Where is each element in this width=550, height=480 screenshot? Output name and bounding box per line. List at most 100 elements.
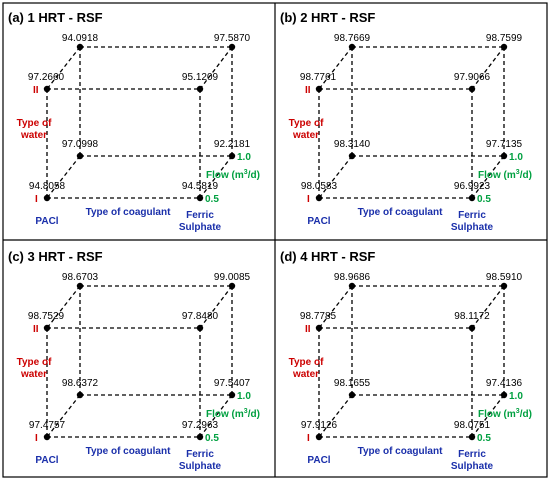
flow-level-low: 0.5 bbox=[477, 433, 491, 444]
value-front-bottom-left: 97.0998 bbox=[62, 139, 99, 150]
water-level-high: II bbox=[305, 324, 311, 335]
coagulant-ferric-line2: Sulphate bbox=[179, 222, 222, 233]
cube-vertex-fbr bbox=[228, 152, 236, 160]
panel-title: (c) 3 HRT - RSF bbox=[8, 249, 103, 264]
value-back-top-right: 97.9066 bbox=[454, 72, 491, 83]
coagulant-ferric-line2: Sulphate bbox=[179, 461, 222, 472]
cube-vertex-fbr bbox=[500, 152, 508, 160]
cube-edge bbox=[471, 155, 505, 199]
water-axis-label-line2: water bbox=[292, 369, 319, 380]
value-back-bottom-right: 96.9923 bbox=[454, 181, 491, 192]
value-front-top-right: 97.5870 bbox=[214, 33, 251, 44]
cube-vertex-ftl bbox=[348, 282, 356, 290]
cube-edge bbox=[318, 46, 353, 90]
cube-vertex-fbr bbox=[228, 391, 236, 399]
value-back-top-right: 98.1172 bbox=[454, 311, 490, 322]
value-back-bottom-left: 94.8058 bbox=[29, 181, 66, 192]
cube-vertex-btr bbox=[196, 324, 204, 332]
cube-vertex-btr bbox=[468, 85, 476, 93]
value-front-top-left: 98.7669 bbox=[334, 33, 371, 44]
value-back-top-left: 98.7761 bbox=[300, 72, 337, 83]
cube-edge bbox=[46, 46, 81, 90]
cube-vertex-fbl bbox=[76, 152, 84, 160]
cube-edge bbox=[318, 285, 353, 329]
value-front-top-left: 98.6703 bbox=[62, 272, 99, 283]
cube-vertex-bbl bbox=[43, 433, 51, 441]
flow-axis-label: Flow (m3/d) bbox=[478, 408, 532, 420]
cube-vertex-bbr bbox=[196, 194, 204, 202]
water-axis-label-line2: water bbox=[20, 369, 47, 380]
cube-edge bbox=[199, 46, 233, 90]
cube-vertex-fbl bbox=[348, 152, 356, 160]
cube-vertex-btl bbox=[43, 324, 51, 332]
water-axis-label-line1: Type of bbox=[289, 357, 324, 368]
cube-edge bbox=[471, 285, 505, 329]
value-back-bottom-right: 98.0751 bbox=[454, 420, 491, 431]
water-axis-label-line1: Type of bbox=[17, 118, 52, 129]
value-front-bottom-left: 98.1655 bbox=[334, 378, 371, 389]
cube-vertex-bbl bbox=[315, 194, 323, 202]
coagulant-ferric-line1: Ferric bbox=[186, 210, 214, 221]
value-front-bottom-right: 97.7135 bbox=[486, 139, 523, 150]
flow-level-low: 0.5 bbox=[205, 194, 219, 205]
coagulant-pacl: PACl bbox=[307, 216, 330, 227]
cube-edge bbox=[199, 285, 233, 329]
cube-edge bbox=[199, 394, 233, 438]
coagulant-pacl: PACl bbox=[35, 455, 58, 466]
coagulant-pacl: PACl bbox=[35, 216, 58, 227]
cube-edge bbox=[318, 394, 353, 438]
value-back-bottom-left: 98.0583 bbox=[301, 181, 338, 192]
cube-vertex-bbr bbox=[468, 194, 476, 202]
coagulant-ferric-line1: Ferric bbox=[458, 210, 486, 221]
flow-level-high: 1.0 bbox=[237, 391, 251, 402]
coagulant-axis-label: Type of coagulant bbox=[86, 446, 171, 457]
cube-vertex-ftr bbox=[228, 282, 236, 290]
value-back-top-right: 95.1209 bbox=[182, 72, 219, 83]
coagulant-ferric-line1: Ferric bbox=[458, 449, 486, 460]
value-front-top-right: 98.7599 bbox=[486, 33, 523, 44]
cube-edge bbox=[471, 394, 505, 438]
cube-edge bbox=[199, 155, 233, 199]
value-back-bottom-left: 97.9126 bbox=[301, 420, 338, 431]
value-back-top-left: 97.2660 bbox=[28, 72, 65, 83]
value-front-top-right: 98.5910 bbox=[486, 272, 523, 283]
panel-title: (b) 2 HRT - RSF bbox=[280, 10, 375, 25]
coagulant-axis-label: Type of coagulant bbox=[358, 207, 443, 218]
cube-edge bbox=[318, 155, 353, 199]
cube-vertex-ftl bbox=[76, 282, 84, 290]
water-level-low: I bbox=[35, 433, 38, 444]
water-level-low: I bbox=[307, 194, 310, 205]
water-axis-label-line1: Type of bbox=[289, 118, 324, 129]
cube-vertex-ftr bbox=[500, 43, 508, 51]
value-back-bottom-right: 97.2963 bbox=[182, 420, 219, 431]
value-front-top-right: 99.0085 bbox=[214, 272, 251, 283]
coagulant-ferric-line2: Sulphate bbox=[451, 461, 494, 472]
panel-2: (b) 2 HRT - RSF 98.7669 98.7599 98.7761 97.9… bbox=[280, 10, 532, 233]
cube-vertex-btr bbox=[468, 324, 476, 332]
value-back-bottom-left: 97.4757 bbox=[29, 420, 66, 431]
flow-axis-label: Flow (m3/d) bbox=[206, 169, 260, 181]
coagulant-axis-label: Type of coagulant bbox=[86, 207, 171, 218]
value-front-bottom-right: 97.5407 bbox=[214, 378, 251, 389]
water-level-high: II bbox=[33, 324, 39, 335]
value-front-bottom-right: 92.2181 bbox=[214, 139, 251, 150]
cube-vertex-btr bbox=[196, 85, 204, 93]
panel-title: (a) 1 HRT - RSF bbox=[8, 10, 103, 25]
cube-vertex-fbl bbox=[348, 391, 356, 399]
coagulant-ferric-line2: Sulphate bbox=[451, 222, 494, 233]
value-front-bottom-right: 97.4136 bbox=[486, 378, 523, 389]
cube-vertex-bbr bbox=[468, 433, 476, 441]
flow-axis-label: Flow (m3/d) bbox=[206, 408, 260, 420]
water-level-high: II bbox=[305, 85, 311, 96]
flow-level-low: 0.5 bbox=[477, 194, 491, 205]
coagulant-axis-label: Type of coagulant bbox=[358, 446, 443, 457]
value-front-top-left: 98.9686 bbox=[334, 272, 371, 283]
flow-level-high: 1.0 bbox=[509, 391, 523, 402]
cube-vertex-ftr bbox=[228, 43, 236, 51]
panel-title: (d) 4 HRT - RSF bbox=[280, 249, 375, 264]
cube-vertex-ftl bbox=[348, 43, 356, 51]
cube-vertex-btl bbox=[43, 85, 51, 93]
